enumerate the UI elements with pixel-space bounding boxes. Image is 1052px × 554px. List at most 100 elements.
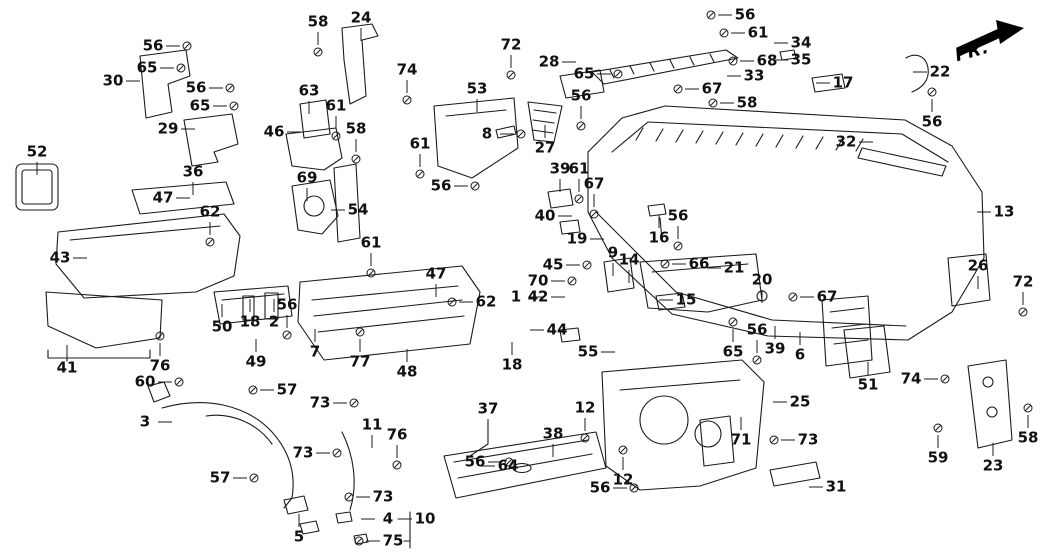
callout-60: 60	[134, 372, 156, 391]
callout-56: 56	[746, 320, 768, 339]
part-clip-5	[299, 520, 320, 535]
screw-icon	[229, 101, 239, 111]
screw-icon	[155, 331, 165, 341]
callout-57: 57	[276, 380, 298, 399]
callout-56: 56	[667, 206, 689, 225]
callout-23: 23	[982, 456, 1004, 475]
screw-icon	[176, 63, 186, 73]
callout-24: 24	[350, 8, 372, 27]
screw-icon	[1023, 403, 1033, 413]
screw-icon	[927, 87, 937, 97]
callout-33: 33	[743, 66, 765, 85]
part-vent-52-inner	[21, 169, 53, 205]
callout-14: 14	[618, 250, 640, 269]
callout-61: 61	[360, 233, 382, 252]
part-frame-21-66	[639, 253, 763, 313]
part-clip-16	[647, 203, 667, 241]
callout-56: 56	[464, 452, 486, 471]
callout-34: 34	[790, 33, 812, 52]
screw-icon	[504, 457, 514, 467]
screw-icon	[205, 237, 215, 247]
part-bracket-24	[341, 23, 379, 105]
part-dashboard-panel	[587, 105, 985, 341]
callout-74: 74	[396, 60, 418, 79]
callout-65: 65	[189, 96, 211, 115]
part-cluster-visor-43	[55, 213, 241, 299]
callout-50: 50	[211, 317, 233, 336]
callout-19: 19	[566, 229, 588, 248]
callout-61: 61	[568, 159, 590, 178]
callout-58: 58	[736, 93, 758, 112]
callout-56: 56	[276, 295, 298, 314]
part-grommet-64	[512, 462, 532, 474]
part-bracket-9-14	[603, 257, 635, 293]
screw-icon	[415, 169, 425, 179]
screw-icon	[351, 154, 361, 164]
callout-12: 12	[612, 470, 634, 489]
callout-30: 30	[102, 71, 124, 90]
callout-46: 46	[263, 122, 285, 141]
part-column-foot	[283, 495, 309, 515]
callout-3: 3	[139, 412, 151, 431]
screw-icon	[313, 47, 323, 57]
part-corner-vent-26	[947, 253, 991, 307]
screw-icon	[582, 260, 592, 270]
callout-65: 65	[573, 64, 595, 83]
callout-66: 66	[688, 254, 710, 273]
screw-icon	[788, 292, 798, 302]
callout-39: 39	[764, 339, 786, 358]
callout-65: 65	[722, 342, 744, 361]
callout-41: 41	[56, 358, 78, 377]
part-dashboard-lower-contour	[595, 211, 907, 327]
callout-45: 45	[542, 255, 564, 274]
part-heater-25	[601, 359, 765, 491]
callout-18: 18	[501, 355, 523, 374]
callout-76: 76	[386, 425, 408, 444]
callout-61: 61	[409, 134, 431, 153]
part-column-cover-49	[213, 285, 293, 325]
leader-lines	[36, 14, 1029, 542]
screw-icon	[331, 131, 341, 141]
callout-64: 64	[497, 456, 519, 475]
callout-16: 16	[648, 228, 670, 247]
screw-icon	[402, 95, 412, 105]
screw-icon	[354, 536, 364, 546]
screw-icon	[447, 297, 457, 307]
callout-9: 9	[607, 243, 619, 262]
part-37-leader	[469, 419, 489, 457]
callout-38: 38	[542, 424, 564, 443]
callout-63: 63	[298, 81, 320, 100]
callout-72: 72	[500, 35, 522, 54]
part-clip-4	[335, 511, 353, 524]
callout-47: 47	[425, 264, 447, 283]
screw-icon	[660, 259, 670, 269]
callout-73: 73	[309, 393, 331, 412]
callout-17: 17	[832, 73, 854, 92]
callout-65: 65	[136, 58, 158, 77]
callout-73: 73	[292, 443, 314, 462]
callout-47: 47	[152, 188, 174, 207]
callout-43: 43	[49, 248, 71, 267]
screw-icon	[516, 129, 526, 139]
callout-28: 28	[538, 52, 560, 71]
callout-48: 48	[396, 362, 418, 381]
part-bracket-23-hole1	[982, 376, 994, 388]
callout-40: 40	[534, 206, 556, 225]
screw-icon	[344, 492, 354, 502]
callout-6: 6	[794, 345, 806, 364]
part-clip-34-35	[779, 49, 797, 61]
screw-icon	[225, 83, 235, 93]
part-center-vent-48	[297, 265, 481, 361]
callout-36: 36	[182, 162, 204, 181]
screw-icon	[392, 460, 402, 470]
screw-icon	[752, 355, 762, 365]
callout-56: 56	[185, 78, 207, 97]
part-clip-40	[547, 188, 574, 209]
callout-42: 42	[527, 287, 549, 306]
callout-49: 49	[245, 352, 267, 371]
screw-icon	[282, 330, 292, 340]
callout-18: 18	[239, 312, 261, 331]
screw-icon	[706, 10, 716, 20]
screw-icon	[574, 194, 584, 204]
callout-53: 53	[466, 79, 488, 98]
